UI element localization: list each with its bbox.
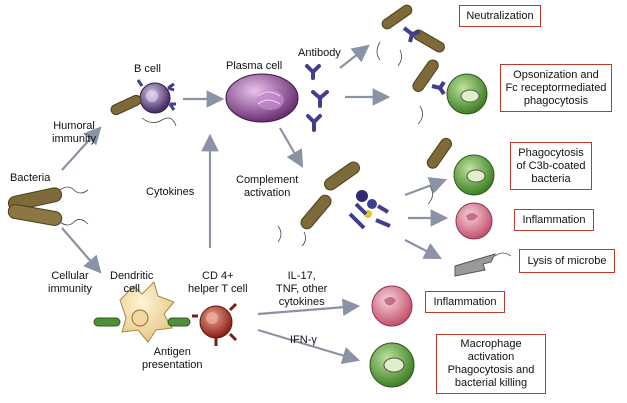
bacteria-source-icon: [7, 186, 89, 226]
arrow-bacteria-cellular: [61, 227, 102, 274]
arrow-plasma-complement: [279, 127, 304, 168]
outcome-lysis-of-microbe: Lysis of microbe: [519, 249, 615, 273]
dendritic-cell-icon: [93, 281, 191, 343]
label-humoral-immunity: Humoral immunity: [52, 120, 97, 145]
helper-t-cell-icon: [192, 302, 238, 346]
outcome-neutralization: Neutralization: [459, 5, 541, 27]
label-b-cell: B cell: [134, 63, 161, 75]
neutrophil-icon-1: [455, 202, 493, 240]
label-bacteria: Bacteria: [10, 172, 51, 184]
arrow-plasma-neutralization: [339, 44, 370, 69]
label-ifn-gamma: IFN-γ: [290, 334, 317, 346]
c3b-phagocytosis-icon: [426, 137, 495, 205]
arrows: [61, 44, 449, 365]
antibody-icons: [305, 64, 329, 132]
arrow-bacteria-humoral: [61, 126, 102, 171]
label-plasma-cell: Plasma cell: [226, 60, 283, 72]
label-complement-activation: Complement activation: [236, 174, 299, 199]
label-il17-cytokines: IL-17, TNF, other cytokines: [276, 270, 328, 308]
arrow-th-macrophage: [257, 328, 361, 365]
arrow-th-inflammation: [257, 298, 361, 317]
complement-activation-icon: [277, 161, 391, 247]
arrow-complement-c3b: [404, 177, 448, 197]
outcome-inflammation-1: Inflammation: [514, 209, 594, 231]
label-antibody: Antibody: [298, 47, 341, 59]
outcome-opsonization: Opsonization and Fc receptormediated pha…: [500, 64, 612, 112]
outcome-c3b-phagocytosis: Phagocytosis of C3b-coated bacteria: [510, 142, 592, 190]
opsonization-icon: [412, 59, 488, 125]
arrow-complement-lysis: [404, 239, 442, 260]
macrophage-icon: [369, 342, 415, 388]
outcome-inflammation-2: Inflammation: [425, 291, 505, 313]
label-antigen-presentation: Antigen presentation: [142, 346, 203, 371]
neutrophil-icon-2: [371, 285, 413, 327]
lysis-icon: [454, 252, 512, 277]
label-cytokines: Cytokines: [146, 186, 195, 198]
outcome-macrophage-activation: Macrophage activation Phagocytosis and b…: [436, 334, 546, 394]
plasma-cell-icon: [225, 73, 299, 123]
b-cell-icon: [110, 79, 177, 127]
neutralization-icon: [376, 4, 445, 67]
label-cd4-helper-t-cell: CD 4+ helper T cell: [188, 270, 248, 295]
label-dendritic-cell: Dendritic cell: [110, 270, 154, 295]
label-cellular-immunity: Cellular immunity: [48, 270, 93, 295]
